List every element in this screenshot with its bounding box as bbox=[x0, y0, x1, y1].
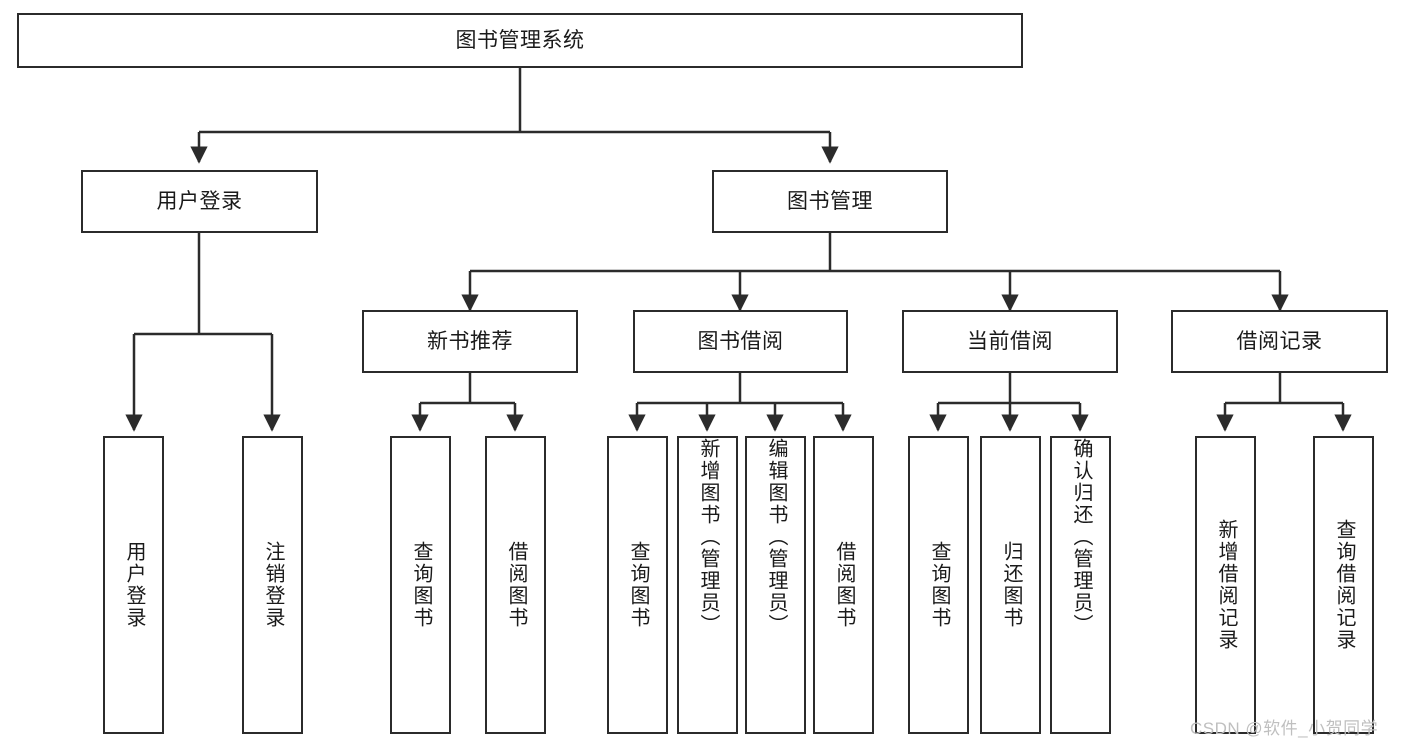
node-borrow-record[interactable]: 借阅记录 bbox=[1171, 310, 1388, 373]
leaf-recommend-borrow-book[interactable]: 借阅图书 bbox=[485, 436, 546, 734]
node-current-borrow[interactable]: 当前借阅 bbox=[902, 310, 1118, 373]
node-new-book-recommend[interactable]: 新书推荐 bbox=[362, 310, 578, 373]
leaf-borrow-query-book-label: 查询图书 bbox=[627, 541, 649, 629]
leaf-borrow-borrow-book[interactable]: 借阅图书 bbox=[813, 436, 874, 734]
node-user-login[interactable]: 用户登录 bbox=[81, 170, 318, 233]
watermark-text: CSDN @软件_小贺同学 bbox=[1190, 719, 1379, 738]
leaf-user-login-login-label: 用户登录 bbox=[123, 541, 145, 629]
leaf-current-query-book-label: 查询图书 bbox=[928, 541, 950, 629]
node-book-borrow-label: 图书借阅 bbox=[697, 329, 784, 353]
leaf-record-add-record-label: 新增借阅记录 bbox=[1215, 519, 1237, 651]
leaf-current-return-book[interactable]: 归还图书 bbox=[980, 436, 1041, 734]
leaf-recommend-query-book[interactable]: 查询图书 bbox=[390, 436, 451, 734]
leaf-borrow-edit-book[interactable]: 编辑图书（管理员） bbox=[745, 436, 806, 734]
leaf-record-query-record-label: 查询借阅记录 bbox=[1333, 519, 1355, 651]
node-book-borrow[interactable]: 图书借阅 bbox=[633, 310, 848, 373]
leaf-record-query-record[interactable]: 查询借阅记录 bbox=[1313, 436, 1374, 734]
node-book-management-label: 图书管理 bbox=[787, 189, 873, 213]
leaf-current-return-book-label: 归还图书 bbox=[1000, 541, 1022, 629]
leaf-current-query-book[interactable]: 查询图书 bbox=[908, 436, 969, 734]
leaf-user-login-login[interactable]: 用户登录 bbox=[103, 436, 164, 734]
node-root[interactable]: 图书管理系统 bbox=[17, 13, 1023, 68]
leaf-recommend-query-book-label: 查询图书 bbox=[410, 541, 432, 629]
node-book-management[interactable]: 图书管理 bbox=[712, 170, 948, 233]
node-current-borrow-label: 当前借阅 bbox=[967, 329, 1053, 353]
leaf-current-confirm-return-label: 确认归还（管理员） bbox=[1070, 438, 1092, 636]
node-borrow-record-label: 借阅记录 bbox=[1236, 329, 1323, 353]
node-new-book-recommend-label: 新书推荐 bbox=[427, 329, 513, 353]
node-user-login-label: 用户登录 bbox=[156, 189, 243, 213]
leaf-recommend-borrow-book-label: 借阅图书 bbox=[505, 541, 527, 629]
leaf-borrow-query-book[interactable]: 查询图书 bbox=[607, 436, 668, 734]
node-root-label: 图书管理系统 bbox=[455, 28, 585, 52]
leaf-borrow-add-book[interactable]: 新增图书（管理员） bbox=[677, 436, 738, 734]
leaf-user-login-logout-label: 注销登录 bbox=[262, 541, 284, 629]
leaf-user-login-logout[interactable]: 注销登录 bbox=[242, 436, 303, 734]
leaf-borrow-edit-book-label: 编辑图书（管理员） bbox=[765, 438, 787, 636]
leaf-borrow-add-book-label: 新增图书（管理员） bbox=[697, 438, 719, 636]
leaf-current-confirm-return[interactable]: 确认归还（管理员） bbox=[1050, 436, 1111, 734]
leaf-record-add-record[interactable]: 新增借阅记录 bbox=[1195, 436, 1256, 734]
leaf-borrow-borrow-book-label: 借阅图书 bbox=[833, 541, 855, 629]
